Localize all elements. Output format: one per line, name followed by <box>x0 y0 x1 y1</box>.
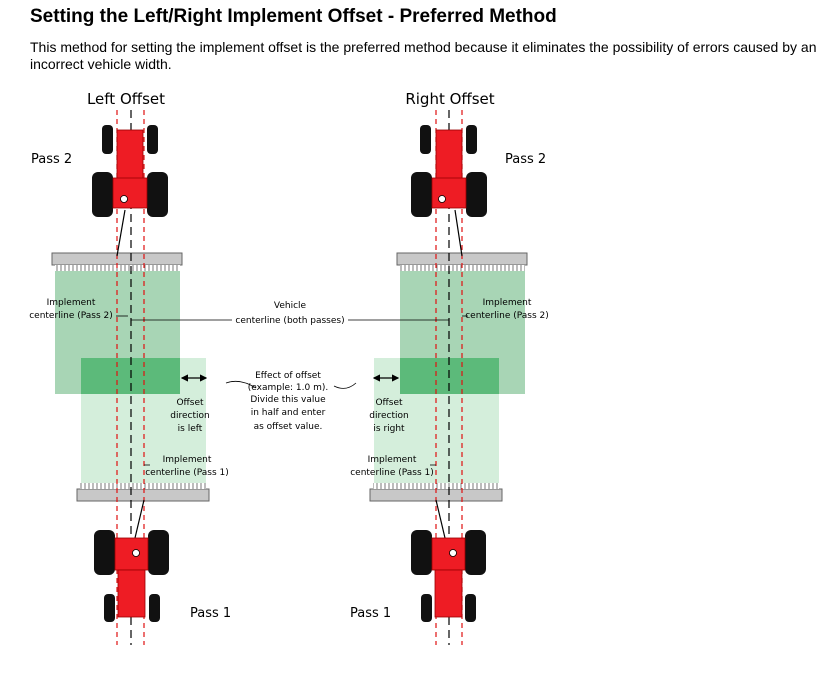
left-impl-cl-pass1-line2: centerline (Pass 1) <box>145 468 229 478</box>
right-impl-cl-pass1-line2: centerline (Pass 1) <box>350 468 434 478</box>
right-pass2-label: Pass 2 <box>505 152 546 167</box>
effect-line5: as offset value. <box>254 422 323 432</box>
right-offset-diagram <box>369 110 528 645</box>
left-pass2-label: Pass 2 <box>31 152 72 167</box>
offset-left-line2: direction <box>170 411 209 421</box>
effect-line1: Effect of offset <box>255 371 321 381</box>
left-impl-cl-pass2-line2: centerline (Pass 2) <box>29 311 113 321</box>
left-impl-cl-pass2-line1: Implement <box>47 298 96 308</box>
offset-right-line3: is right <box>373 424 405 434</box>
right-impl-cl-pass2-line2: centerline (Pass 2) <box>465 311 549 321</box>
offset-right-line1: Offset <box>375 398 403 408</box>
right-offset-heading: Right Offset <box>405 90 494 108</box>
left-pass1-boom <box>76 488 210 502</box>
offset-right-line2: direction <box>369 411 408 421</box>
right-pass1-label: Pass 1 <box>350 606 391 621</box>
left-pass1-tractor <box>94 530 169 622</box>
left-offset-diagram <box>51 110 210 645</box>
vehicle-cl-line2: centerline (both passes) <box>235 316 344 326</box>
left-pass1-label: Pass 1 <box>190 606 231 621</box>
left-offset-heading: Left Offset <box>87 90 165 108</box>
page-title: Setting the Left/Right Implement Offset … <box>30 6 557 27</box>
intro-paragraph: This method for setting the implement of… <box>30 39 817 72</box>
left-pass2-tractor <box>92 125 168 217</box>
effect-line4: in half and enter <box>251 408 326 418</box>
right-impl-cl-pass2-line1: Implement <box>483 298 532 308</box>
effect-line2: (example: 1.0 m). <box>248 383 328 393</box>
right-pass2-tractor <box>411 125 487 217</box>
offset-left-line3: is left <box>178 424 203 434</box>
vehicle-cl-line1: Vehicle <box>274 301 307 311</box>
right-impl-cl-pass1-line1: Implement <box>368 455 417 465</box>
left-impl-cl-pass1-line1: Implement <box>163 455 212 465</box>
offset-left-line1: Offset <box>176 398 204 408</box>
effect-line3: Divide this value <box>250 395 326 405</box>
right-pass1-tractor <box>411 530 486 622</box>
